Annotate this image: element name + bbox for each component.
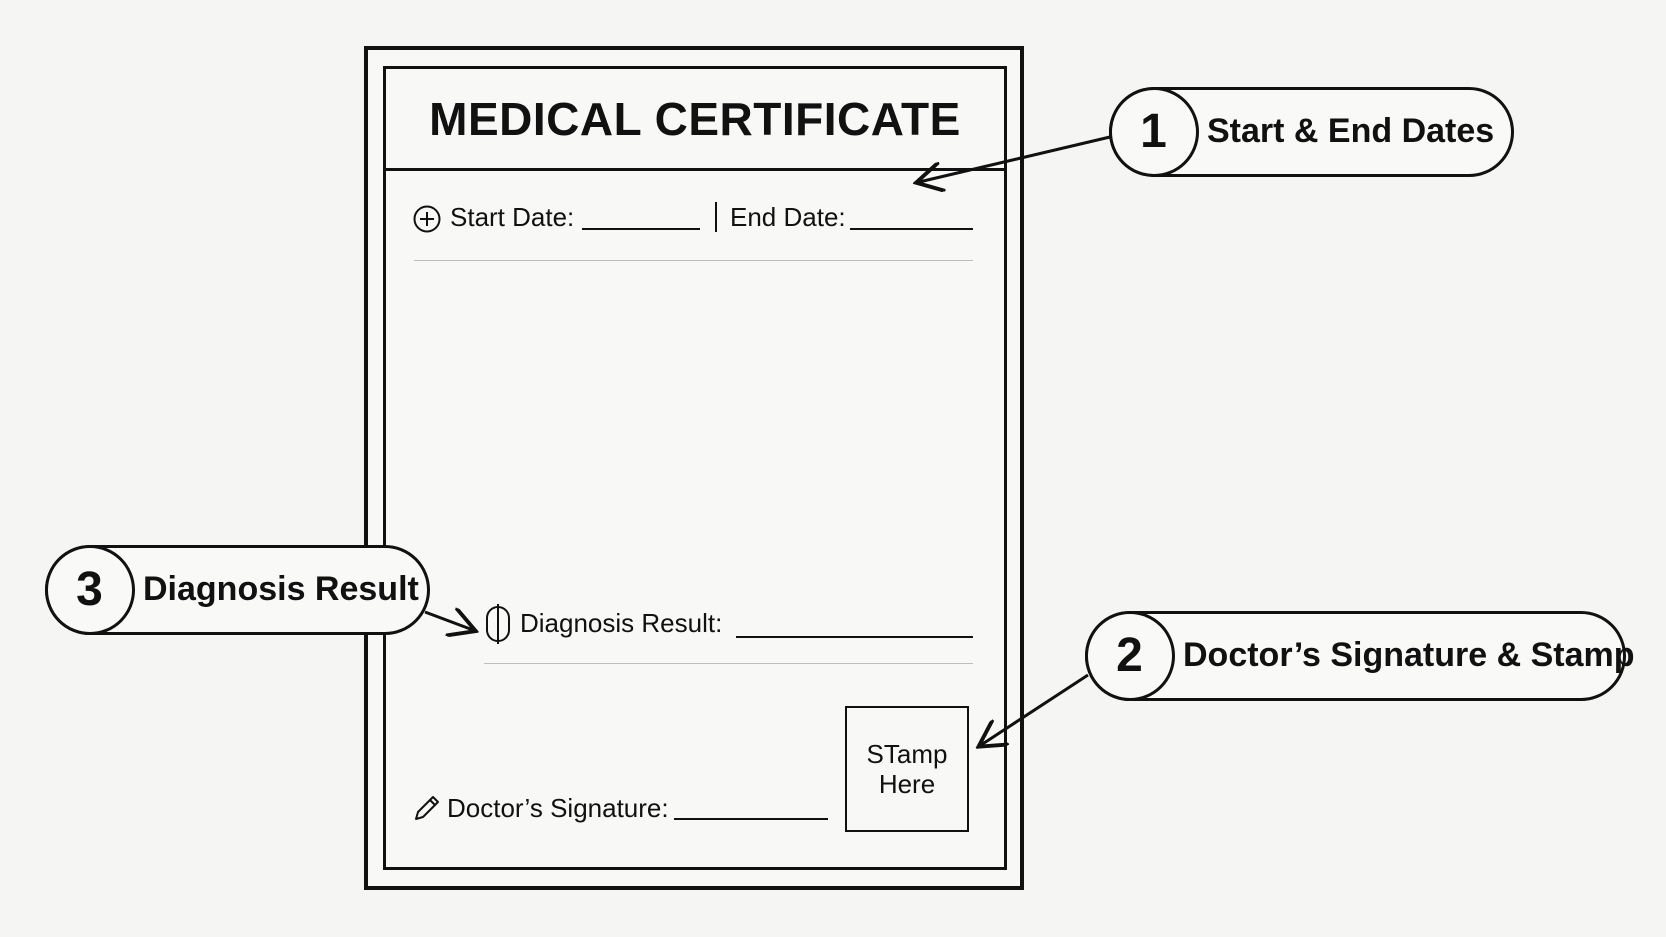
callout-start-end-dates: 1 Start & End Dates (1108, 86, 1514, 177)
certificate-title: MEDICAL CERTIFICATE (429, 92, 961, 145)
date-row-rule (414, 260, 973, 261)
end-date-label: End Date: (730, 202, 846, 232)
signature-label: Doctor’s Signature: (447, 793, 669, 823)
certificate-inner-frame (383, 66, 1007, 870)
signature-field[interactable] (674, 818, 828, 820)
stamp-box[interactable]: STamp Here (845, 706, 969, 832)
start-date-field[interactable] (582, 228, 700, 230)
circle-plus-icon (413, 205, 441, 233)
stamp-text-line2: Here (878, 769, 936, 799)
callout-label-3: Diagnosis Result (143, 570, 419, 608)
diagnosis-field[interactable] (736, 636, 973, 638)
stamp-text-line1: STamp (866, 739, 948, 769)
callout-label-2: Doctor’s Signature & Stamp (1183, 636, 1635, 674)
diagnosis-row-rule (484, 663, 973, 664)
end-date-field[interactable] (850, 228, 973, 230)
callout-diagnosis-result: 3 Diagnosis Result (44, 544, 430, 635)
callout-signature-stamp: 2 Doctor’s Signature & Stamp (1084, 610, 1635, 701)
pen-icon (415, 796, 439, 820)
diagnosis-label: Diagnosis Result: (520, 608, 723, 638)
callout-label-1: Start & End Dates (1207, 112, 1495, 150)
callout-number-3: 3 (44, 544, 135, 635)
callout-number-2: 2 (1084, 610, 1175, 701)
capsule-icon (486, 604, 510, 644)
callout-number-1: 1 (1108, 86, 1199, 177)
start-date-label: Start Date: (450, 202, 575, 232)
title-divider (383, 168, 1007, 171)
date-divider (715, 202, 717, 232)
